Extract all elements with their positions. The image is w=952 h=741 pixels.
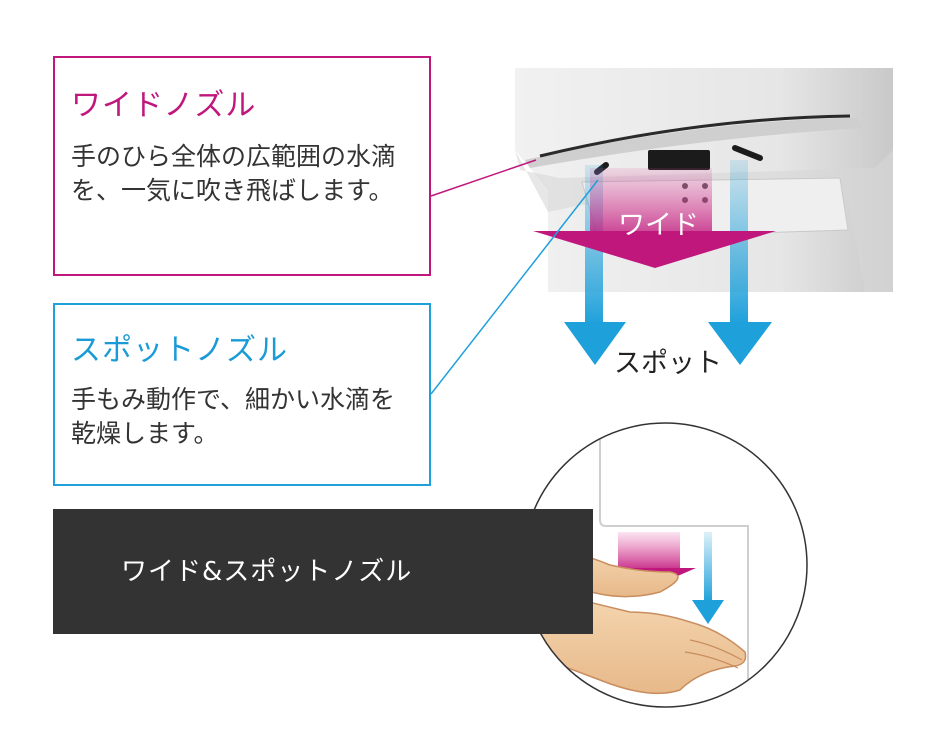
wide-nozzle-description: 手のひら全体の広範囲の水滴を、一気に吹き飛ばします。 xyxy=(71,142,397,205)
feature-banner-label: ワイド&スポットノズル xyxy=(121,557,413,587)
wide-nozzle-callout: ワイドノズル 手のひら全体の広範囲の水滴を、一気に吹き飛ばします。 xyxy=(53,56,431,276)
wide-nozzle-title: ワイドノズル xyxy=(71,88,257,123)
wide-diagram-label: ワイド xyxy=(618,210,699,241)
feature-banner: ワイド&スポットノズル xyxy=(53,509,593,634)
wide-leader-line xyxy=(430,159,537,197)
spot-diagram-label: スポット xyxy=(614,348,722,379)
wide-airflow-arrow xyxy=(533,168,776,268)
spot-airflow-arrow xyxy=(564,160,772,365)
spot-leader-line xyxy=(430,179,599,395)
spot-nozzle-description: 手もみ動作で、細かい水滴を乾燥します。 xyxy=(71,385,396,448)
spot-nozzle-title: スポットノズル xyxy=(71,333,288,368)
spot-nozzle-callout: スポットノズル 手もみ動作で、細かい水滴を乾燥します。 xyxy=(53,303,431,486)
